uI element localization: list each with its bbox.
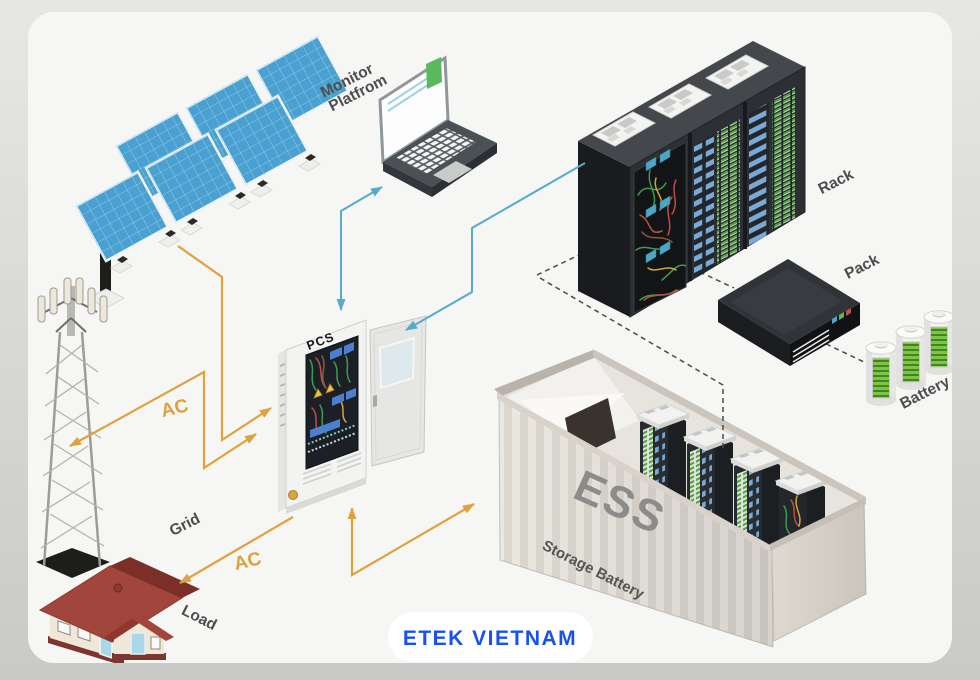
rack-modules [645,148,671,264]
pcs-seal [288,490,298,500]
link-pcs-ess [347,503,475,577]
link-rack-pcs [405,162,586,331]
house-load [38,557,200,663]
pcs-door [369,315,427,467]
link-rack-ess [539,277,724,450]
grid-tower [36,277,110,578]
pcs-wiring [307,342,357,453]
link-monitor-pcs [336,186,383,311]
link-solar-pcs [177,245,272,443]
link-pcs-load [179,516,294,584]
touchpad [433,161,472,183]
ess-container: ESS [494,349,867,648]
screen-chart [426,57,442,89]
pcs-cabinet: PCS [278,315,427,514]
pack [718,259,860,366]
monitor-laptop [378,55,497,197]
antenna-panels [37,277,108,323]
link-grid-pcs [69,370,257,471]
brand-badge: ETEK VIETNAM [388,612,593,662]
rack [578,41,806,318]
brand-badge-label: ETEK VIETNAM [403,627,577,650]
